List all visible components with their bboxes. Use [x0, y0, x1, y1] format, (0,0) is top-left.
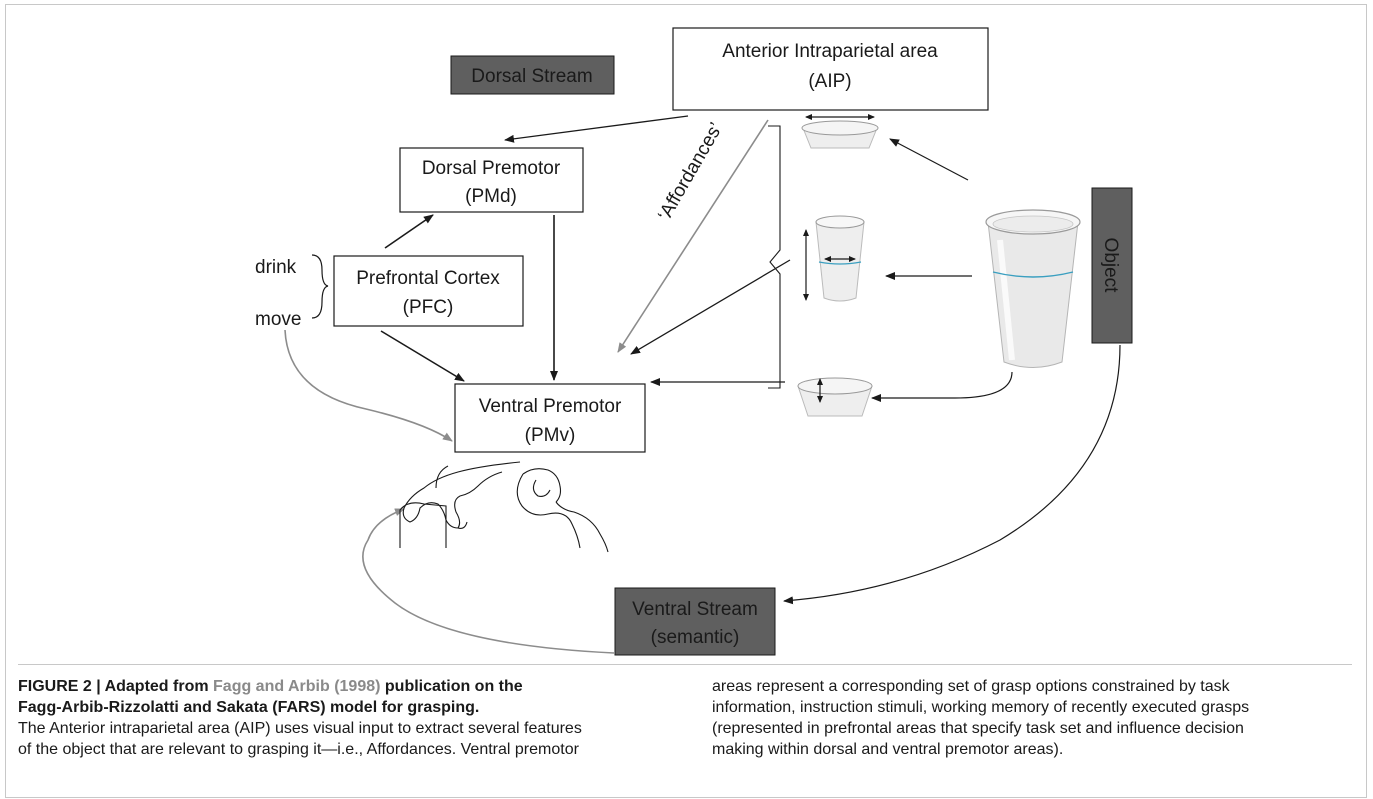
caption-right-column: areas represent a corresponding set of g…	[712, 676, 1352, 760]
caption-body-line: The Anterior intraparietal area (AIP) us…	[18, 720, 582, 737]
caption-reference-link[interactable]: Fagg and Arbib (1998)	[213, 678, 381, 695]
hand-pinch-icon	[516, 468, 609, 553]
hand-grasp-block-icon	[399, 461, 521, 548]
figure-frame	[5, 4, 1367, 798]
arrow-ventral-stream-to-hand	[362, 508, 615, 654]
arrow-object-to-cup1	[889, 138, 969, 181]
pmv-box: Ventral Premotor (PMv)	[454, 383, 646, 453]
arrow-brace-to-pmv	[630, 259, 791, 355]
caption-left-column: FIGURE 2 | Adapted from Fagg and Arbib (…	[18, 676, 698, 760]
dorsal-stream-label: Dorsal Stream	[471, 66, 592, 87]
dorsal-stream-box: Dorsal Stream	[450, 55, 615, 95]
arrow-object-to-cup3	[871, 371, 1013, 402]
arrow-aip-to-pmd	[504, 115, 689, 143]
move-label: move	[255, 309, 301, 330]
object-cup-icon	[985, 209, 1081, 368]
pfc-box: Prefrontal Cortex (PFC)	[333, 255, 524, 327]
cup-top-icon	[801, 114, 879, 149]
drink-move-brace	[311, 254, 329, 319]
caption-body-line: (represented in prefrontal areas that sp…	[712, 720, 1244, 737]
object-box: Object	[1091, 187, 1133, 344]
ventral-stream-line2: (semantic)	[651, 627, 740, 648]
caption-body-line: of the object that are relevant to grasp…	[18, 741, 579, 758]
arrow-move-to-pmv	[284, 329, 453, 442]
caption-body-line: making within dorsal and ventral premoto…	[712, 741, 1064, 758]
object-label: Object	[1100, 238, 1121, 294]
caption-figure-label: FIGURE 2 | Adapted from	[18, 678, 209, 695]
ventral-stream-box: Ventral Stream (semantic)	[614, 587, 776, 656]
caption-divider	[18, 664, 1352, 665]
pmv-box-line2: (PMv)	[525, 425, 576, 446]
arrow-object-to-ventral-stream	[783, 344, 1121, 605]
pmd-box-line1: Dorsal Premotor	[422, 158, 561, 179]
caption-body-line: areas represent a corresponding set of g…	[712, 678, 1230, 695]
arrow-pfc-to-pmv	[380, 330, 465, 382]
ventral-stream-line1: Ventral Stream	[632, 599, 758, 620]
caption-title-line2: Fagg-Arbib-Rizzolatti and Sakata (FARS) …	[18, 699, 480, 716]
cup-bottom-icon	[797, 377, 873, 417]
caption-body-line: information, instruction stimuli, workin…	[712, 699, 1250, 716]
diagram: Anterior Intraparietal area (AIP) Dorsal…	[255, 27, 1133, 656]
pmv-box-line1: Ventral Premotor	[479, 396, 622, 417]
pfc-box-line1: Prefrontal Cortex	[356, 268, 500, 289]
aip-box-line1: Anterior Intraparietal area	[722, 41, 938, 62]
caption-title-rest: publication on the	[384, 678, 523, 695]
affordance-brace	[768, 125, 781, 389]
aip-box-line2: (AIP)	[808, 71, 851, 92]
arrow-pfc-to-pmd	[384, 214, 434, 249]
arrow-aip-to-pmv	[617, 119, 769, 353]
aip-box: Anterior Intraparietal area (AIP)	[672, 27, 989, 111]
pmd-box: Dorsal Premotor (PMd)	[399, 147, 584, 213]
affordances-label: ‘Affordances’	[654, 119, 727, 224]
pfc-box-line2: (PFC)	[403, 297, 454, 318]
cup-middle-icon	[803, 215, 865, 302]
drink-label: drink	[255, 257, 297, 278]
pmd-box-line2: (PMd)	[465, 186, 517, 207]
